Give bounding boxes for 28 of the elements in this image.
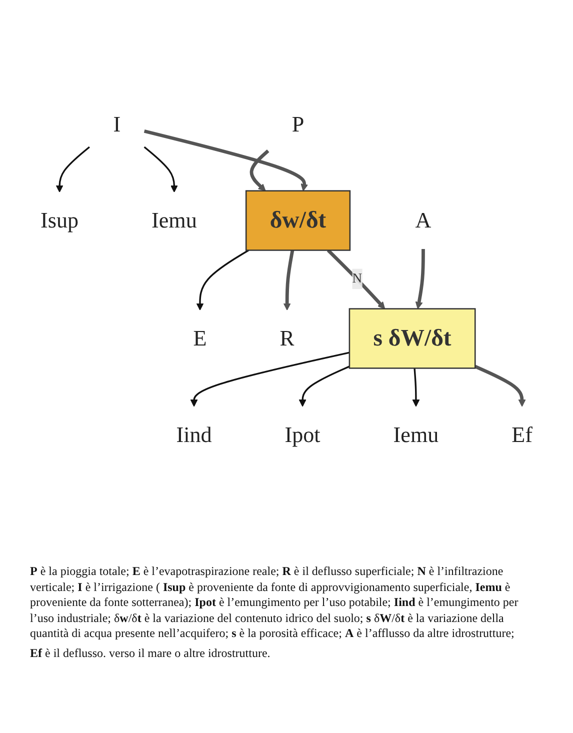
node-text: Isup bbox=[40, 208, 79, 234]
arrow bbox=[196, 250, 250, 311]
arrow bbox=[298, 366, 350, 408]
node-text: R bbox=[280, 326, 294, 352]
node-text: I bbox=[113, 112, 121, 138]
edge-label: N bbox=[352, 272, 362, 286]
node-box: δw/δt bbox=[245, 190, 351, 252]
node-text: Iind bbox=[176, 422, 212, 448]
arrow bbox=[144, 130, 308, 192]
node-box: s δW/δt bbox=[348, 308, 476, 370]
node-text: P bbox=[292, 112, 304, 138]
node-text: Ipot bbox=[284, 422, 320, 448]
arrow bbox=[283, 250, 294, 311]
legend-paragraph: P è la pioggia totale; E è l’evapotraspirazione reale; R è il deflusso superficiale; N è l’infiltrazione verticale; I è l’irrigazione ( Isup è proveniente da fonte di approvvigionamento superficiale, Iemu è proveniente da fonte sotterranea); Ipot è l’emungimento per l’uso potabile; Iind è l’emungimento per l’uso industriale; δw/δt è la variazione del contenuto idrico del suolo; s δW/δt è la variazione della quantità di acqua presente nell’acquifero; s è la porosità efficace; A è l’afflusso da altre idrostrutture; bbox=[30, 564, 520, 642]
node-text: E bbox=[193, 326, 207, 352]
arrow bbox=[474, 365, 526, 408]
arrow bbox=[56, 146, 90, 193]
arrow bbox=[144, 146, 178, 193]
legend-paragraph: Ef è il deflusso. verso il mare o altre idrostrutture. bbox=[30, 646, 272, 662]
arrow bbox=[412, 368, 420, 408]
node-text: Iemu bbox=[393, 422, 439, 448]
node-text: Iemu bbox=[152, 208, 197, 234]
node-text: Ef bbox=[512, 422, 532, 448]
arrow bbox=[415, 249, 425, 310]
arrow bbox=[326, 250, 386, 310]
arrow bbox=[250, 150, 270, 192]
arrow bbox=[190, 352, 350, 408]
node-text: A bbox=[415, 208, 432, 234]
